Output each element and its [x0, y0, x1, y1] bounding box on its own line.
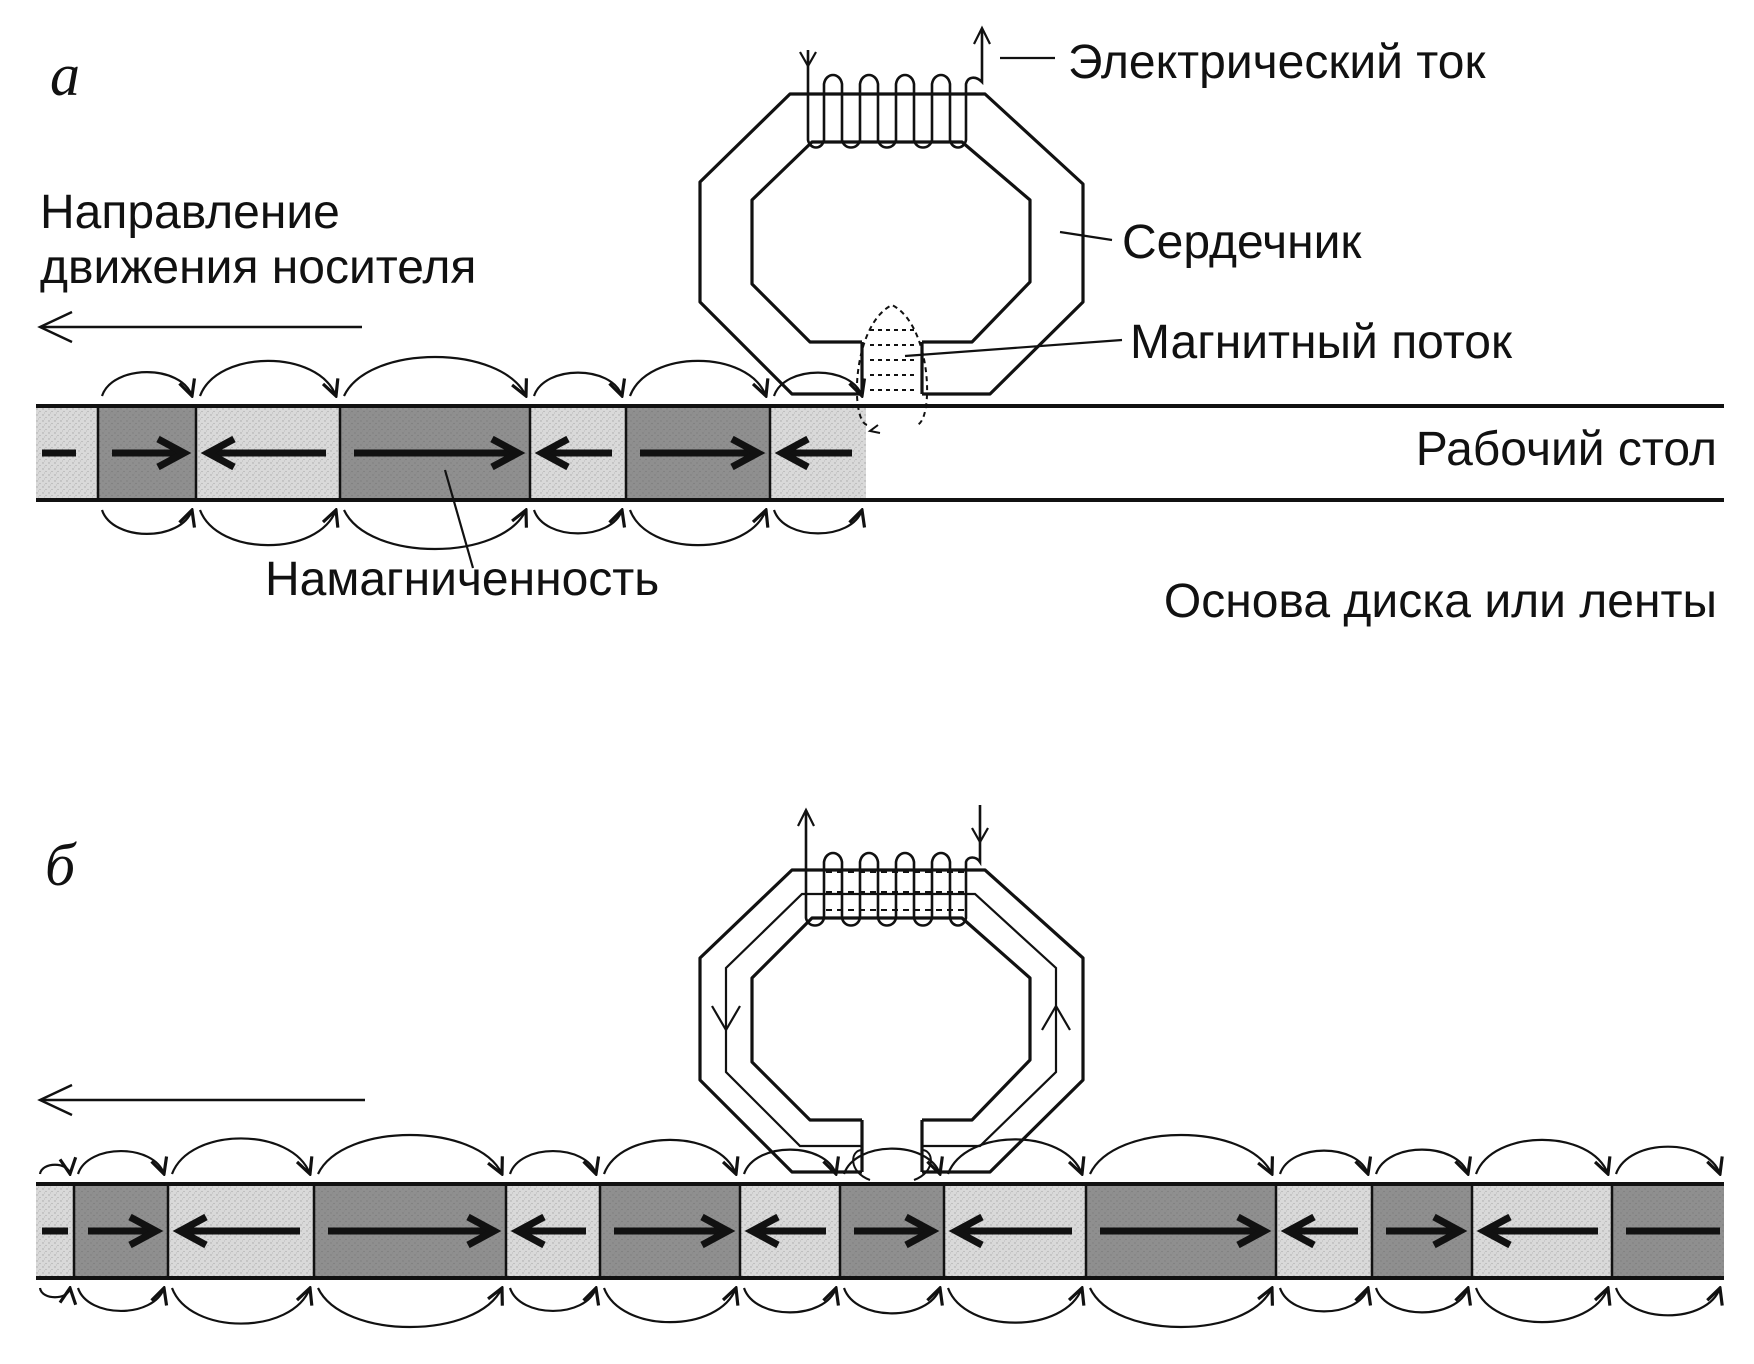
direction-label-line2: движения носителя: [40, 241, 476, 294]
magnetization-arrow-right: [854, 1213, 940, 1249]
gap-flux-a: [855, 303, 929, 434]
stray-field-arc-top: [76, 1149, 164, 1174]
stray-field-arc-bottom: [842, 1288, 940, 1315]
coil-a: [799, 25, 991, 149]
leader-magnetization: [443, 469, 475, 569]
stray-field-arc-top: [602, 1138, 736, 1174]
stray-field-arc-bottom: [100, 510, 192, 535]
panel-a-letter: а: [50, 42, 80, 108]
magnetization-arrow-right: [640, 435, 766, 471]
recording-head-core-b: [698, 868, 1085, 1174]
label-track: Рабочий стол: [1416, 423, 1717, 476]
stray-field-arc-bottom: [76, 1288, 164, 1313]
stray-field-arc-top: [170, 1137, 310, 1174]
stray-field-arc-top: [1614, 1145, 1720, 1174]
magnetization-arrow-right: [328, 1213, 502, 1249]
stray-field-arc-top: [1089, 1133, 1272, 1174]
stray-field-arc-bottom: [628, 510, 766, 547]
stray-field-arc-bottom: [1474, 1288, 1608, 1324]
magnetization-arrow-left: [510, 1213, 586, 1249]
label-magnetic-flux: Магнитный поток: [1130, 316, 1513, 369]
stray-field-arc-top: [1474, 1138, 1608, 1174]
stray-field-arc-bottom: [742, 1288, 836, 1314]
label-core: Сердечник: [1122, 216, 1362, 269]
label-magnetization: Намагниченность: [265, 553, 659, 606]
stray-field-arc-bottom: [170, 1288, 310, 1325]
magnetization-arrow-left: [1280, 1213, 1358, 1249]
direction-label-line1: Направление: [40, 186, 340, 239]
stray-field-arc-top: [842, 1147, 940, 1174]
magnetization-arrow-right: [1100, 1213, 1272, 1249]
label-electric-current: Электрический ток: [1068, 36, 1486, 89]
stray-field-arc-top: [742, 1148, 836, 1174]
stray-field-arc-top: [1374, 1148, 1468, 1174]
stray-field-arc-top: [38, 1165, 70, 1174]
stray-field-arc-bottom: [38, 1288, 70, 1297]
stray-field-arc-bottom: [1614, 1288, 1720, 1317]
direction-arrow-b: [37, 1083, 365, 1117]
stray-field-arc-bottom: [772, 510, 862, 535]
stray-field-arc-top: [946, 1138, 1082, 1174]
magnetization-arrow-left: [534, 435, 612, 471]
stray-field-arc-top: [1278, 1149, 1368, 1174]
stray-field-arc-top: [317, 1133, 502, 1174]
leader-core: [1059, 230, 1113, 242]
stray-field-lines-b: [38, 1133, 1720, 1329]
magnetization-arrow-right: [112, 435, 192, 471]
stray-field-arc-bottom: [317, 1288, 502, 1329]
stray-field-arc-bottom: [1278, 1288, 1368, 1313]
magnetization-arrow-left: [948, 1213, 1072, 1249]
stray-field-arc-bottom: [946, 1288, 1082, 1324]
stray-field-arc-top: [628, 359, 766, 396]
stray-field-arc-top: [532, 371, 622, 396]
stray-field-arc-bottom: [1374, 1288, 1468, 1314]
gap-fringe-b: [852, 1149, 932, 1181]
stray-field-arc-bottom: [508, 1288, 596, 1313]
magnetization-arrow-left: [172, 1213, 300, 1249]
magnetization-arrow-left: [744, 1213, 826, 1249]
stray-field-arc-bottom: [198, 510, 336, 547]
magnetization-arrow-right: [614, 1213, 736, 1249]
domain-track-b: [36, 1186, 1724, 1276]
stray-field-arc-bottom: [343, 510, 526, 551]
stray-field-arc-top: [508, 1149, 596, 1174]
stray-field-arc-bottom: [1089, 1288, 1272, 1329]
magnetization-arrow-right: [354, 435, 526, 471]
label-substrate: Основа диска или ленты: [1164, 575, 1717, 628]
panel-b-letter: б: [45, 832, 77, 898]
leader-flux: [904, 338, 1123, 358]
stray-field-arc-top: [772, 371, 862, 396]
stray-field-arc-top: [198, 359, 336, 396]
magnetization-arrow-right: [1386, 1213, 1468, 1249]
direction-arrow-a: [37, 310, 362, 344]
stray-field-arc-bottom: [532, 510, 622, 535]
magnetization-arrow-right: [88, 1213, 164, 1249]
stray-field-arc-bottom: [602, 1288, 736, 1324]
coil-b: [797, 805, 989, 927]
magnetization-arrow-left: [1476, 1213, 1598, 1249]
stray-field-arc-top: [100, 371, 192, 396]
magnetization-arrow-left: [200, 435, 326, 471]
stray-field-arc-top: [343, 355, 526, 396]
panel-a: а Направление движения носителя: [36, 25, 1724, 628]
magnetization-arrow-left: [774, 435, 852, 471]
stray-field-lines-a: [100, 355, 862, 551]
domain-track-a: [36, 408, 866, 498]
recording-head-core-a: [698, 92, 1085, 396]
panel-b: б: [36, 805, 1724, 1329]
